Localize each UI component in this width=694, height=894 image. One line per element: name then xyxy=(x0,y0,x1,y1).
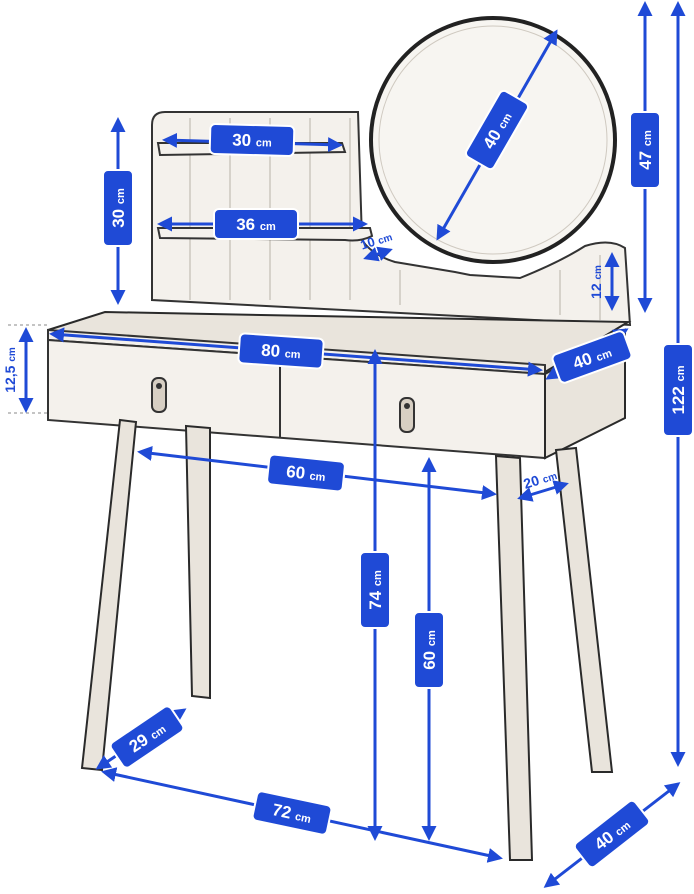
mirror-inner xyxy=(378,25,608,255)
label-table-height: 74 cm xyxy=(359,551,391,629)
label-leg-splay: 29 cm xyxy=(109,705,185,769)
svg-text:20 cm: 20 cm xyxy=(521,466,558,492)
label-shelf-depth: 10 cm xyxy=(358,228,394,253)
label-shelf-top-width: 30 cm xyxy=(208,123,296,157)
label-leg-span-front: 60 cm xyxy=(266,453,346,493)
label-shelf-height: 30 cm xyxy=(102,169,134,247)
svg-text:12,5 cm: 12,5 cm xyxy=(2,347,18,393)
svg-text:30 cm: 30 cm xyxy=(232,130,272,150)
right-handle-icon xyxy=(399,397,415,433)
leg-back-right xyxy=(554,446,614,773)
extension-lines xyxy=(8,324,48,414)
label-leg-height: 60 cm xyxy=(413,611,445,689)
svg-text:60 cm: 60 cm xyxy=(420,630,439,670)
svg-text:36 cm: 36 cm xyxy=(236,215,276,234)
svg-text:30 cm: 30 cm xyxy=(109,188,128,228)
leg-front-left xyxy=(80,418,138,772)
label-floor-depth: 40 cm xyxy=(573,799,651,869)
label-top-depth: 40 cm xyxy=(551,330,633,384)
svg-text:12 cm: 12 cm xyxy=(588,265,604,299)
label-drawer-height: 12,5 cm xyxy=(2,347,18,393)
svg-text:72 cm: 72 cm xyxy=(271,800,314,827)
svg-text:47 cm: 47 cm xyxy=(636,130,655,170)
label-top-width: 80 cm xyxy=(237,332,325,370)
label-side-panel-height: 12 cm xyxy=(588,265,604,299)
arrow-leg-side-offset xyxy=(517,480,569,502)
arrow-shelf-depth xyxy=(363,246,393,262)
label-shelf-bottom-width: 36 cm xyxy=(213,208,299,240)
leg-front-right xyxy=(494,454,534,861)
label-total-height: 122 cm xyxy=(662,343,694,437)
label-mirror-height: 47 cm xyxy=(629,111,661,189)
svg-text:74 cm: 74 cm xyxy=(366,570,385,610)
svg-text:10 cm: 10 cm xyxy=(358,228,394,252)
leg-back-left xyxy=(184,424,211,700)
left-handle-icon xyxy=(151,377,167,413)
svg-text:60 cm: 60 cm xyxy=(285,462,327,485)
label-floor-width: 72 cm xyxy=(251,790,333,836)
back-panel xyxy=(151,111,632,327)
svg-text:122 cm: 122 cm xyxy=(669,365,688,414)
svg-text:80 cm: 80 cm xyxy=(261,341,302,363)
label-mirror-diameter: 40 cm xyxy=(464,89,530,171)
dimension-labels: 30 cm 36 cm 10 cm 30 cm 40 cm 47 cm 12 c… xyxy=(2,89,694,869)
label-leg-side-offset: 20 cm xyxy=(521,466,558,492)
